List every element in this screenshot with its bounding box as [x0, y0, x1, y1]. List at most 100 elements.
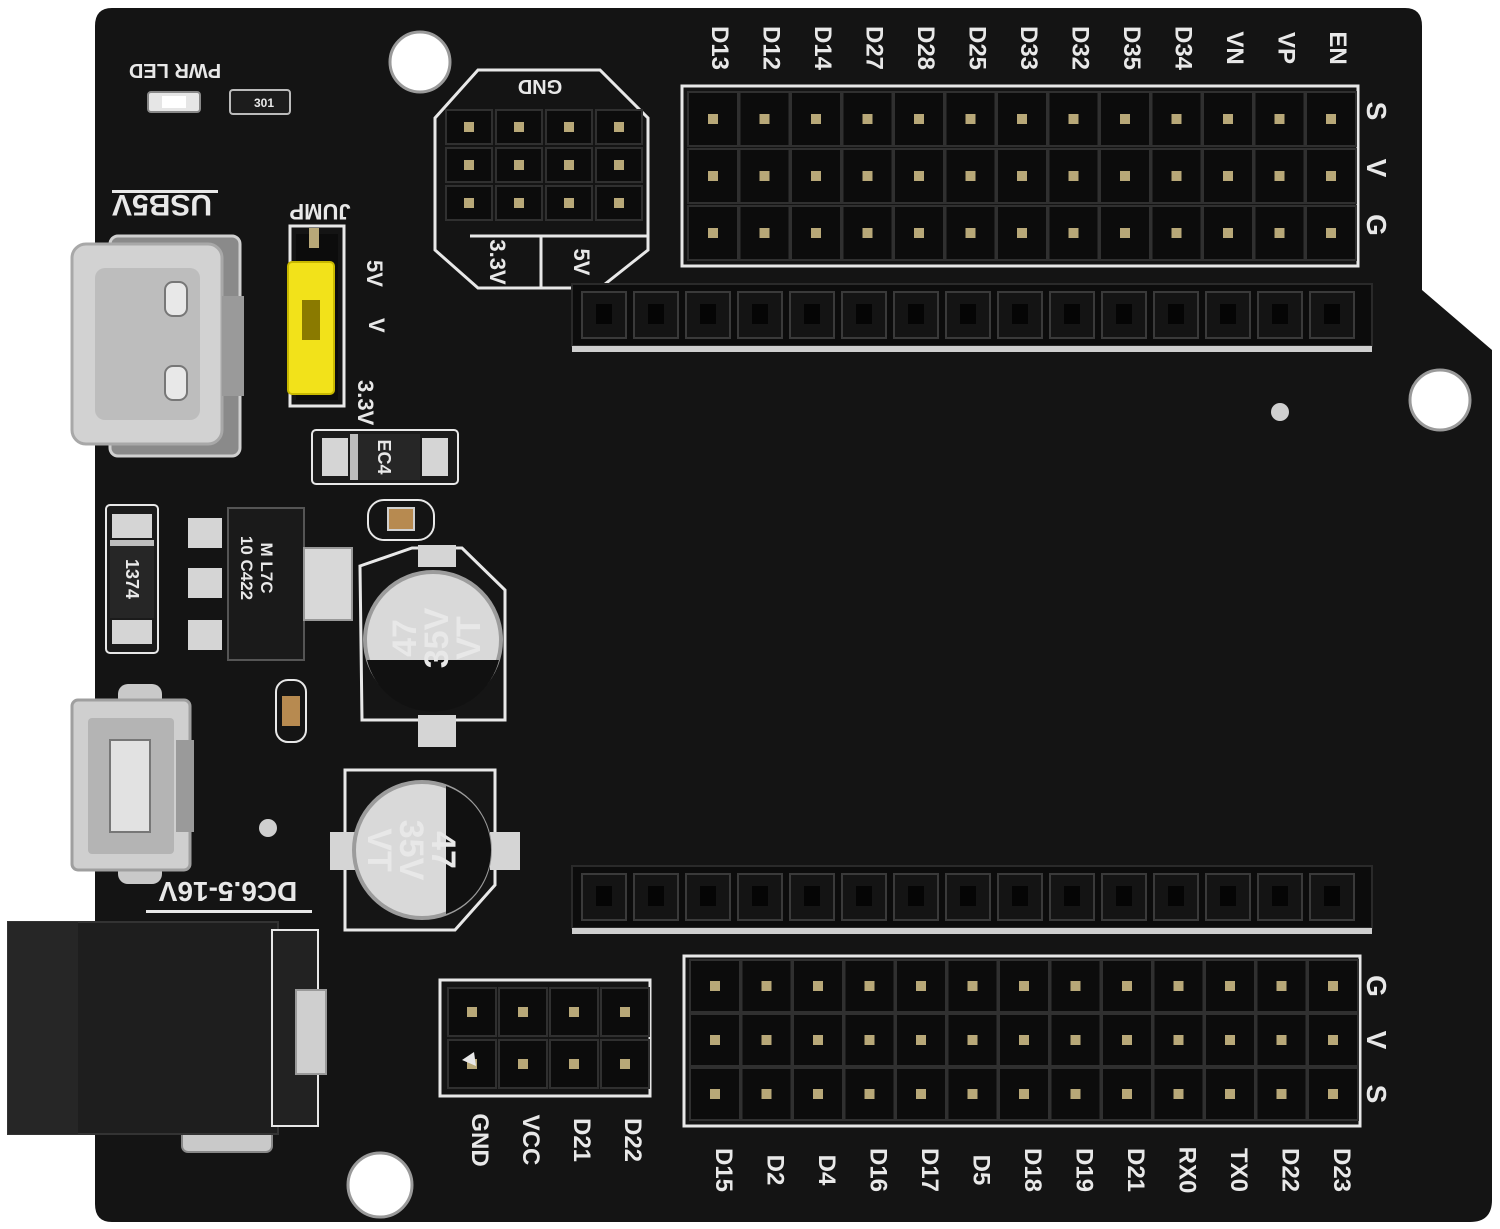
top-header-pin[interactable] [996, 205, 1048, 261]
micro-usb-port[interactable] [70, 684, 194, 884]
top-header-pin[interactable] [687, 91, 739, 147]
top-header-pin[interactable] [1047, 91, 1100, 147]
bottom-header-pin[interactable] [1101, 1013, 1153, 1067]
bottom-header-pin[interactable] [1101, 959, 1153, 1013]
bottom-header-pin[interactable] [1152, 1013, 1205, 1067]
top-header-pin[interactable] [1150, 205, 1203, 261]
socket-hole[interactable] [581, 873, 627, 921]
gnd-header-pin[interactable] [595, 185, 643, 221]
socket-hole[interactable] [1309, 291, 1355, 339]
socket-hole[interactable] [1205, 873, 1251, 921]
aux-header-pin[interactable] [549, 987, 599, 1037]
socket-hole[interactable] [893, 873, 939, 921]
bottom-header-pin[interactable] [843, 1013, 896, 1067]
top-header-pin[interactable] [738, 148, 791, 204]
top-header-pin[interactable] [1150, 91, 1203, 147]
socket-hole[interactable] [685, 873, 731, 921]
gnd-header-pin[interactable] [495, 185, 543, 221]
bottom-header-pin[interactable] [946, 1013, 999, 1067]
top-header-pin[interactable] [893, 148, 945, 204]
socket-hole[interactable] [1049, 291, 1095, 339]
aux-header-pin[interactable] [600, 987, 650, 1037]
gnd-header-pin[interactable] [545, 147, 593, 183]
bottom-header-pin[interactable] [1049, 959, 1102, 1013]
top-header-pin[interactable] [1202, 148, 1254, 204]
bottom-header-pin[interactable] [998, 959, 1050, 1013]
bottom-header-pin[interactable] [1204, 959, 1256, 1013]
top-header-pin[interactable] [790, 205, 842, 261]
socket-hole[interactable] [1153, 291, 1199, 339]
bottom-header-pin[interactable] [1307, 1013, 1359, 1067]
bottom-header-pin[interactable] [792, 959, 844, 1013]
socket-hole[interactable] [737, 291, 783, 339]
top-header-pin[interactable] [1305, 205, 1357, 261]
top-header-pin[interactable] [944, 148, 997, 204]
top-header-pin[interactable] [944, 205, 997, 261]
bottom-header-pin[interactable] [1204, 1013, 1256, 1067]
bottom-header-pin[interactable] [895, 959, 947, 1013]
bottom-header-pin[interactable] [946, 959, 999, 1013]
bottom-header-pin[interactable] [1204, 1067, 1256, 1121]
bottom-header-pin[interactable] [689, 1013, 741, 1067]
bottom-header-pin[interactable] [1255, 959, 1308, 1013]
bottom-header-pin[interactable] [792, 1013, 844, 1067]
top-header-pin[interactable] [738, 205, 791, 261]
bottom-header-pin[interactable] [1152, 959, 1205, 1013]
bottom-header-pin[interactable] [740, 1067, 793, 1121]
top-header-pin[interactable] [1253, 148, 1306, 204]
bottom-header-pin[interactable] [895, 1013, 947, 1067]
socket-hole[interactable] [737, 873, 783, 921]
top-header-pin[interactable] [790, 148, 842, 204]
top-header-pin[interactable] [1202, 205, 1254, 261]
bottom-header-pin[interactable] [1307, 1067, 1359, 1121]
top-header-pin[interactable] [1047, 148, 1100, 204]
top-header-pin[interactable] [1150, 148, 1203, 204]
aux-header-pin[interactable] [549, 1039, 599, 1089]
top-header-pin[interactable] [1253, 205, 1306, 261]
aux-header-pin[interactable] [447, 987, 497, 1037]
bottom-header-pin[interactable] [1049, 1067, 1102, 1121]
gnd-header-pin[interactable] [495, 147, 543, 183]
top-header-pin[interactable] [893, 205, 945, 261]
gnd-header-pin[interactable] [545, 109, 593, 145]
socket-hole[interactable] [1257, 873, 1303, 921]
socket-hole[interactable] [1153, 873, 1199, 921]
socket-hole[interactable] [1309, 873, 1355, 921]
bottom-header-pin[interactable] [792, 1067, 844, 1121]
top-header-pin[interactable] [841, 91, 894, 147]
gnd-header-pin[interactable] [445, 109, 493, 145]
socket-hole[interactable] [893, 291, 939, 339]
socket-hole[interactable] [1205, 291, 1251, 339]
bottom-header-pin[interactable] [1049, 1013, 1102, 1067]
socket-hole[interactable] [633, 873, 679, 921]
top-header-pin[interactable] [1047, 205, 1100, 261]
top-header-pin[interactable] [1305, 91, 1357, 147]
socket-hole[interactable] [1049, 873, 1095, 921]
socket-hole[interactable] [841, 873, 887, 921]
top-header-pin[interactable] [1099, 148, 1151, 204]
gnd-header-pin[interactable] [445, 185, 493, 221]
bottom-header-pin[interactable] [1152, 1067, 1205, 1121]
aux-header-pin[interactable] [498, 987, 548, 1037]
top-header-pin[interactable] [1253, 91, 1306, 147]
top-header-pin[interactable] [944, 91, 997, 147]
bottom-header-pin[interactable] [1101, 1067, 1153, 1121]
dc-barrel-jack[interactable] [7, 921, 327, 1153]
top-header-pin[interactable] [841, 205, 894, 261]
bottom-header-pin[interactable] [895, 1067, 947, 1121]
socket-hole[interactable] [945, 873, 991, 921]
top-header-pin[interactable] [1099, 91, 1151, 147]
top-header-pin[interactable] [790, 91, 842, 147]
bottom-header-pin[interactable] [843, 959, 896, 1013]
top-header-pin[interactable] [996, 91, 1048, 147]
socket-hole[interactable] [1101, 291, 1147, 339]
socket-hole[interactable] [1101, 873, 1147, 921]
top-header-pin[interactable] [687, 148, 739, 204]
bottom-header-pin[interactable] [843, 1067, 896, 1121]
bottom-header-pin[interactable] [689, 1067, 741, 1121]
top-header-pin[interactable] [687, 205, 739, 261]
gnd-header-pin[interactable] [595, 147, 643, 183]
bottom-header-pin[interactable] [1255, 1013, 1308, 1067]
gnd-header-pin[interactable] [445, 147, 493, 183]
top-header-pin[interactable] [1099, 205, 1151, 261]
